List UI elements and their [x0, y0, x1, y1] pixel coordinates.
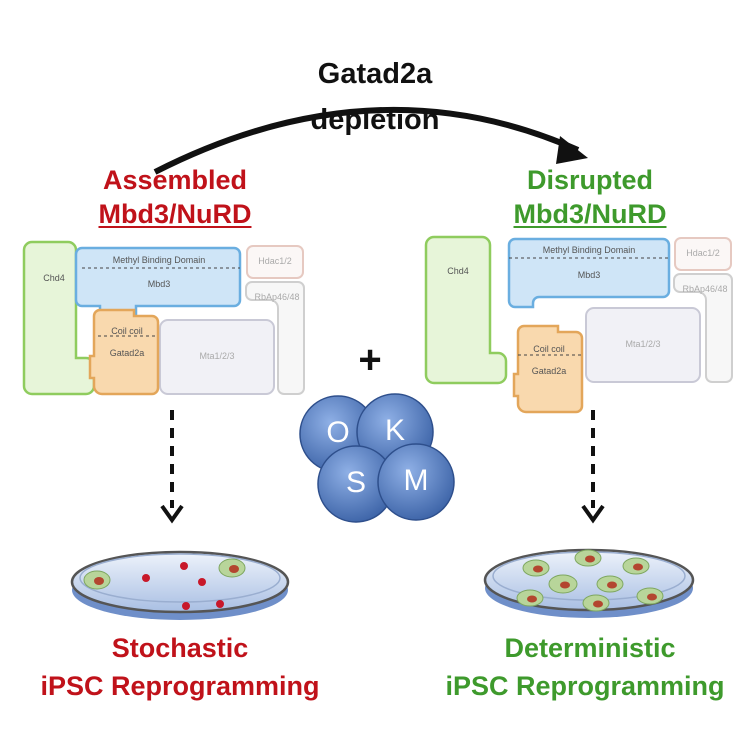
left-methyl-label: Methyl Binding Domain	[112, 255, 206, 265]
right-mbd3-shape	[507, 237, 671, 309]
right-hdac-shape	[674, 237, 732, 271]
left-footer-line1: Stochastic	[111, 633, 249, 663]
right-footer-line1: Deterministic	[504, 633, 676, 663]
right-complex	[424, 235, 733, 414]
left-petri-dish	[70, 550, 290, 620]
left-chd4-label: Chd4	[43, 273, 65, 283]
left-mbd3-shape	[74, 246, 242, 316]
right-mbd3-label: Mbd3	[577, 270, 601, 280]
right-mta-shape	[585, 307, 701, 383]
right-rbap-label: RbAp46/48	[682, 284, 728, 294]
factor-k-label: K	[384, 414, 405, 447]
left-hdac-shape	[246, 245, 304, 279]
left-chd4-shape	[22, 240, 96, 396]
left-gatad2a-label: Gatad2a	[109, 348, 145, 358]
plus-sign: +	[358, 338, 382, 382]
right-header-line2-wrap: Mbd3/NuRD	[475, 198, 705, 230]
right-methyl-label: Methyl Binding Domain	[542, 245, 636, 255]
title-line2: depletion	[310, 104, 440, 136]
left-header-line2: Mbd3/NuRD	[98, 199, 252, 229]
left-rbap-shape	[245, 281, 305, 395]
depletion-arrow	[153, 106, 580, 175]
left-mta-label: Mta1/2/3	[199, 351, 235, 361]
right-gatad2a-label: Gatad2a	[531, 366, 567, 376]
right-footer-line2: iPSC Reprogramming	[445, 671, 725, 701]
right-petri-dish	[483, 548, 695, 618]
depletion-arrowhead	[556, 136, 588, 164]
factor-m-label: M	[403, 464, 429, 497]
right-rbap-shape	[673, 273, 733, 383]
left-complex	[22, 240, 305, 396]
right-hdac-label: Hdac1/2	[686, 248, 720, 258]
left-header-line2-wrap: Mbd3/NuRD	[60, 198, 290, 230]
left-header-line1: Assembled	[102, 165, 248, 195]
left-footer-line2: iPSC Reprogramming	[40, 671, 320, 701]
right-mta-label: Mta1/2/3	[625, 339, 661, 349]
title-line1: Gatad2a	[317, 58, 433, 90]
oksm-factors	[299, 393, 455, 523]
right-chd4-label: Chd4	[447, 266, 469, 276]
left-coil-label: Coil coil	[111, 326, 143, 336]
right-chd4-shape	[424, 235, 508, 385]
left-mbd3-label: Mbd3	[147, 279, 171, 289]
left-hdac-label: Hdac1/2	[258, 256, 292, 266]
left-mta-shape	[159, 319, 275, 395]
factor-m-sphere	[377, 443, 455, 521]
factor-s-label: S	[345, 466, 366, 499]
factor-o-label: O	[326, 416, 350, 449]
left-gatad2a-shape	[88, 308, 160, 396]
right-header-line1: Disrupted	[526, 165, 653, 195]
left-rbap-label: RbAp46/48	[254, 292, 300, 302]
right-coil-label: Coil coil	[533, 344, 565, 354]
right-gatad2a-shape	[512, 324, 584, 414]
right-header-line2: Mbd3/NuRD	[513, 199, 667, 229]
